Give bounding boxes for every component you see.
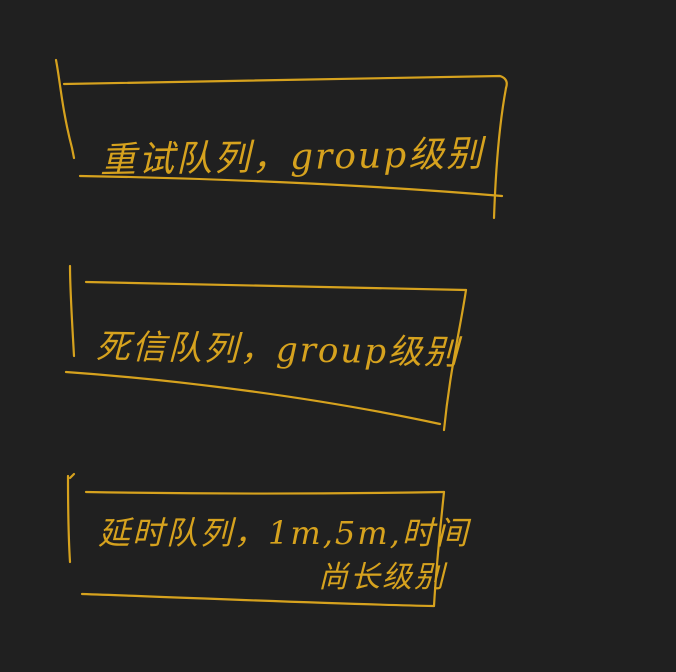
box3-label-line1: 延时队列，1m,5m,时间 <box>98 514 470 552</box>
box-dead-letter-queue <box>64 264 468 432</box>
box2-label: 死信队列，group级别 <box>95 326 461 374</box>
box-delay-queue <box>66 472 446 608</box>
box1-label: 重试队列，group级别 <box>99 133 485 182</box>
box-retry-queue <box>54 58 508 220</box>
box3-label-line2: 尚长级别 <box>318 560 446 595</box>
